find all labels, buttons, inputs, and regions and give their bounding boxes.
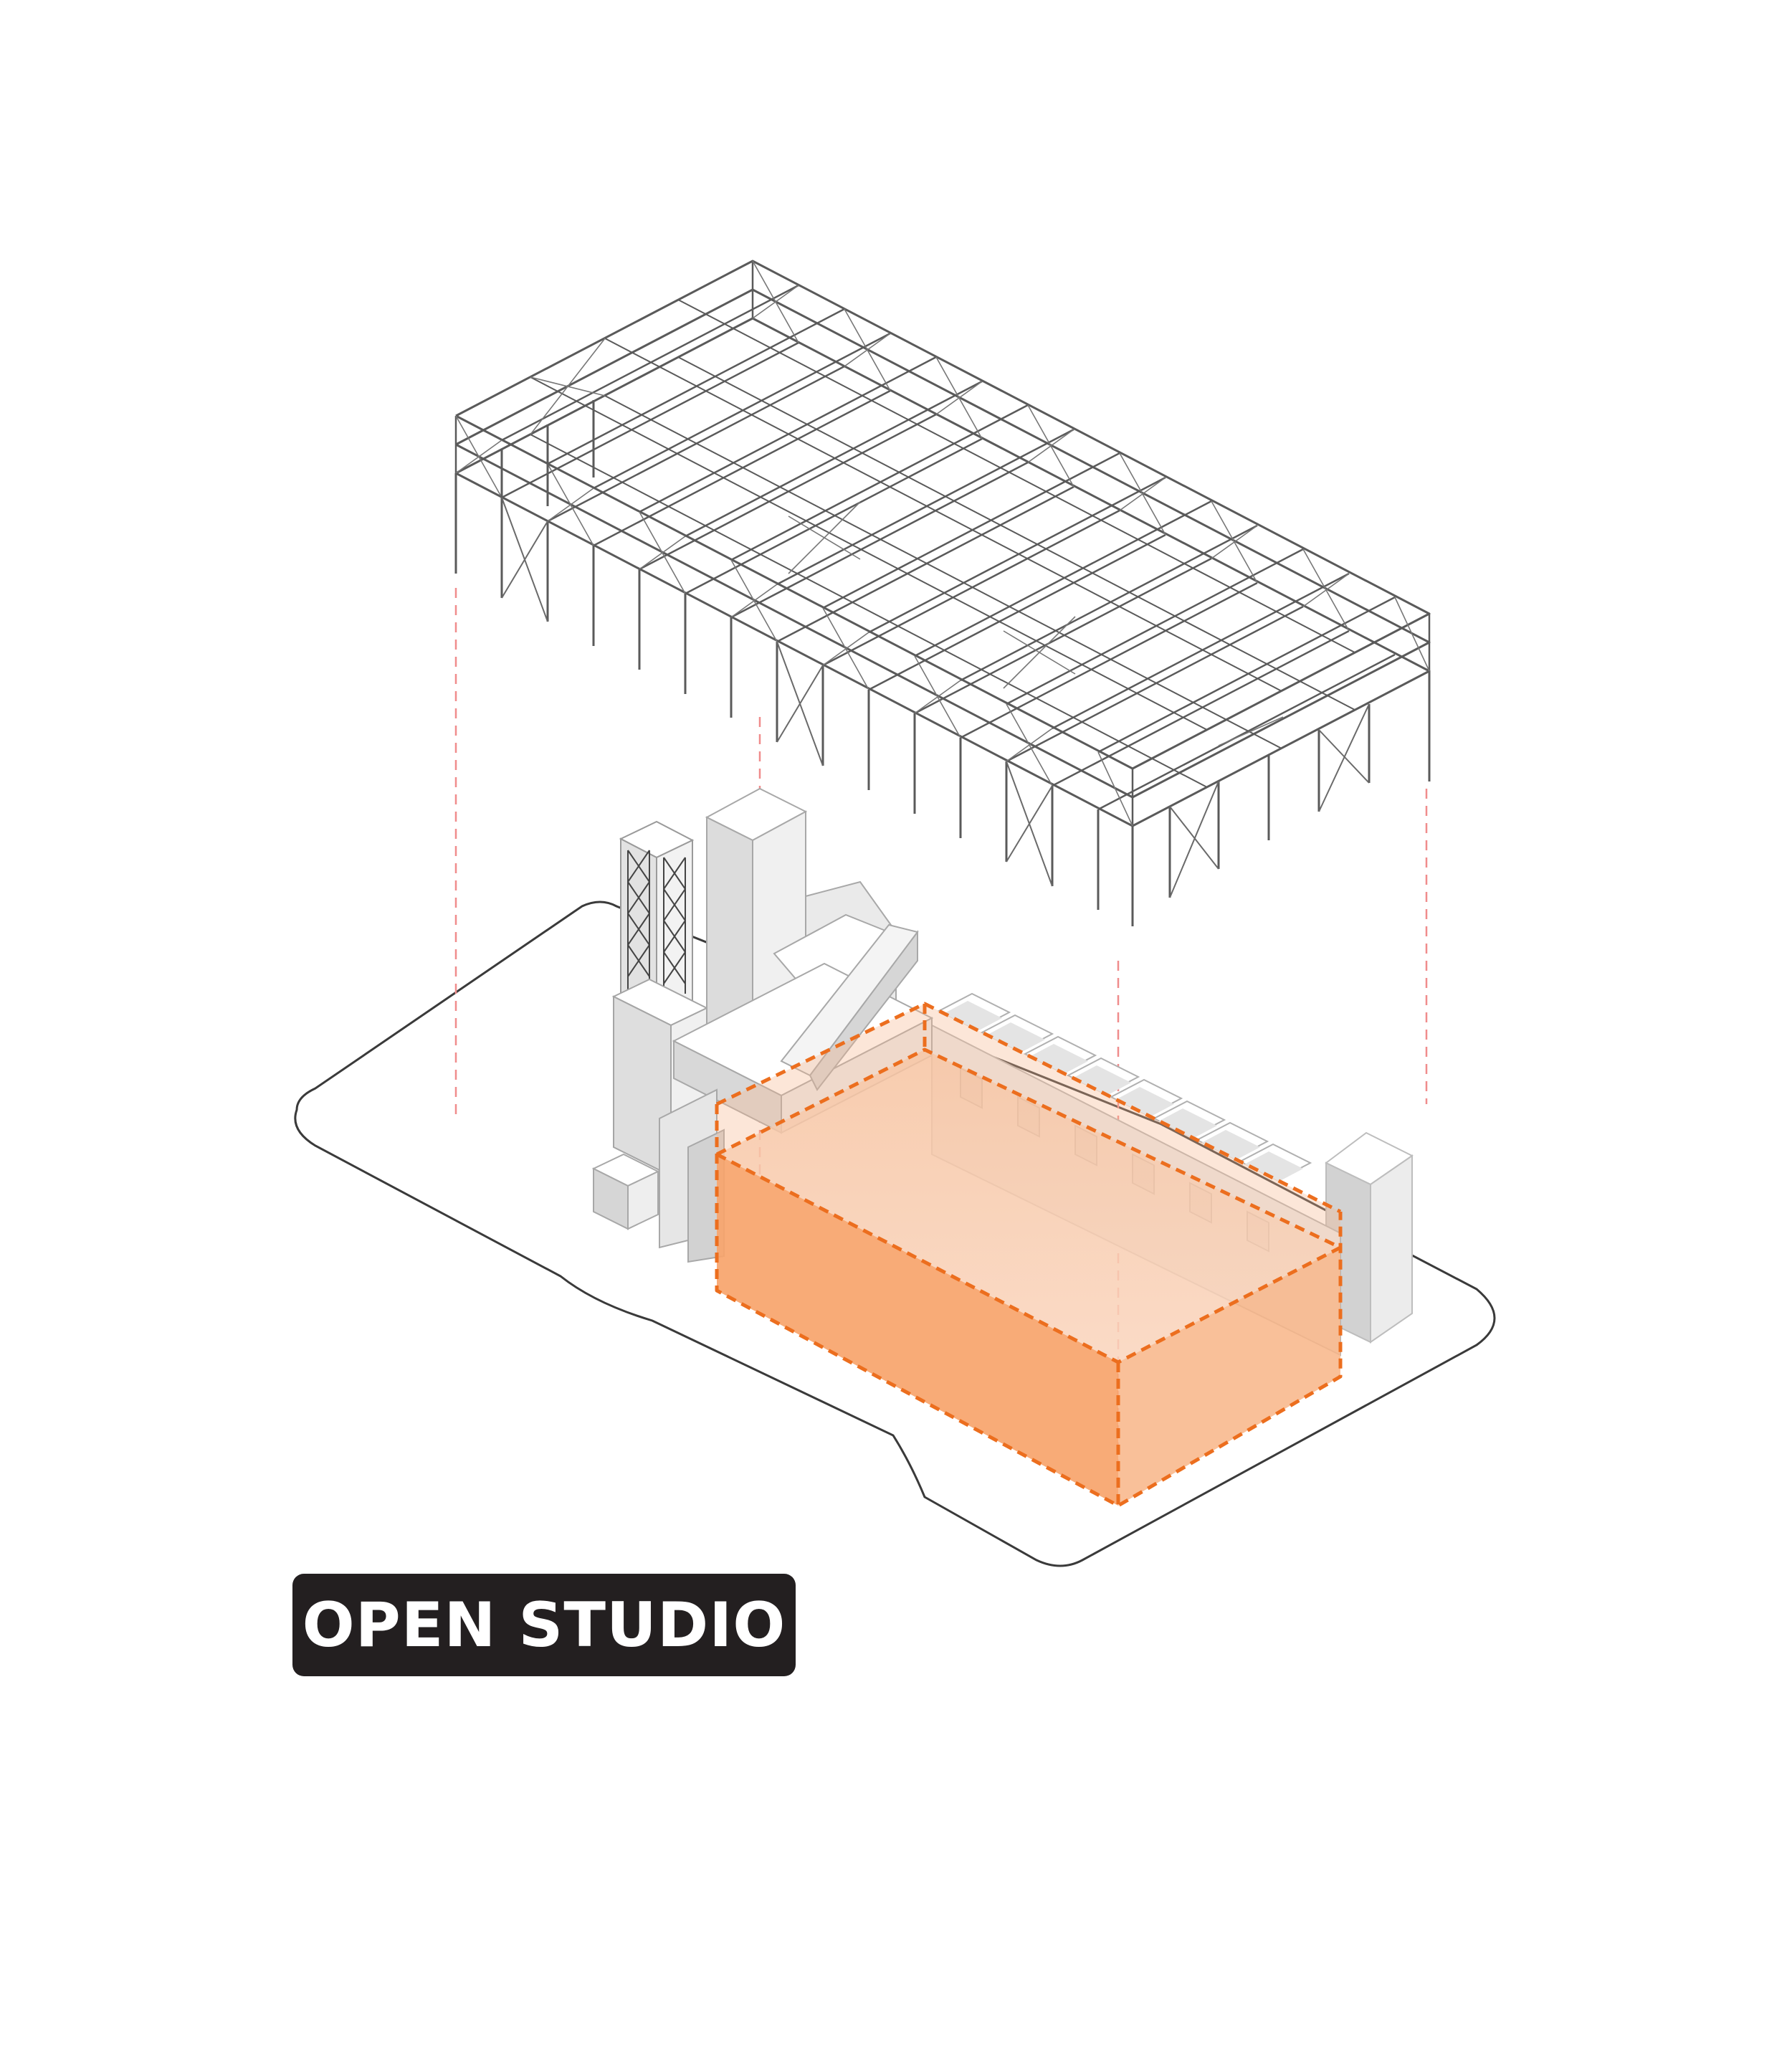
open-studio-label: OPEN STUDIO: [292, 1574, 796, 1676]
open-studio-back-right-wall: [925, 1004, 1340, 1248]
open-studio-front-left-wall: [717, 1154, 1118, 1506]
open-studio-back-left-wall: [717, 1004, 925, 1154]
open-studio-floor: [717, 1050, 1340, 1362]
column-bracing: [501, 497, 1370, 898]
ramp-block: [672, 923, 934, 1134]
open-studio-label-text: OPEN STUDIO: [302, 1589, 786, 1661]
roof-truss-frame: [454, 260, 1431, 827]
building-massing: [591, 787, 1414, 1508]
open-studio-front-right-wall: [1118, 1248, 1340, 1506]
structural-columns: [454, 400, 1431, 926]
open-studio-volume: [715, 1002, 1343, 1508]
